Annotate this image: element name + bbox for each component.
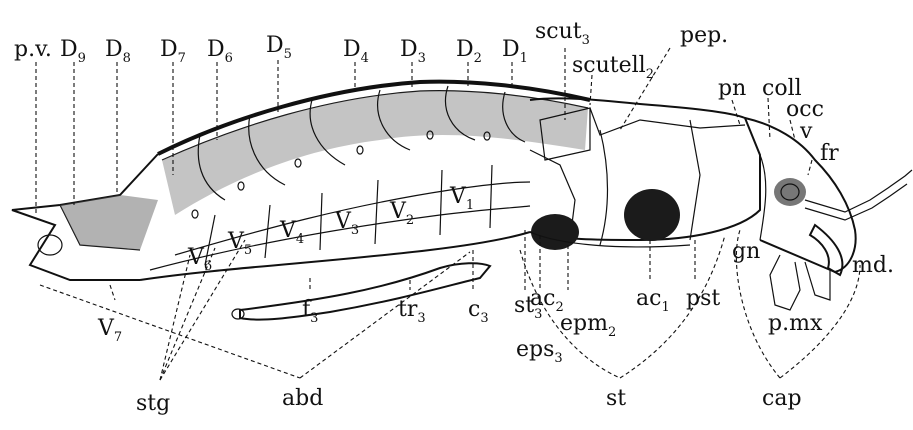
label-cap: cap (762, 386, 802, 411)
label-pmx: p.mx (768, 311, 823, 336)
label-ac1: ac1 (636, 286, 670, 315)
label-d6: D6 (207, 37, 233, 66)
label-tr3: tr3 (398, 297, 426, 326)
label-c3: c3 (468, 297, 489, 326)
label-d5: D5 (266, 33, 292, 62)
label-v: v (799, 119, 813, 144)
label-stg: stg (136, 391, 170, 416)
coxal-cavity-1 (624, 189, 680, 241)
label-v3: V3 (334, 209, 359, 238)
label-md: md. (852, 253, 894, 278)
label-d1: D1 (502, 37, 528, 66)
label-epm: epm2 (560, 311, 616, 340)
label-v7: V7 (97, 316, 122, 345)
label-scutell: scutell2 (572, 53, 654, 82)
label-fr: fr (820, 141, 839, 166)
label-pn: pn (718, 76, 746, 101)
label-d4: D4 (343, 37, 369, 66)
label-ac2: ac2 (530, 286, 564, 315)
label-pv: p.v. (14, 37, 52, 62)
label-st: st (606, 386, 626, 411)
label-v2: V2 (389, 199, 414, 228)
label-d2: D2 (456, 37, 482, 66)
label-eps: eps3 (516, 337, 563, 366)
eye (774, 178, 806, 206)
label-d3: D3 (400, 37, 426, 66)
label-abd: abd (282, 386, 323, 411)
label-f3: f3 (302, 297, 318, 326)
label-v1: V1 (449, 184, 474, 213)
label-gn: gn (732, 239, 760, 264)
label-d9: D9 (60, 37, 86, 66)
label-v5: V5 (227, 229, 252, 258)
coxal-cavity-2 (531, 214, 579, 250)
label-pep: pep. (680, 23, 728, 48)
label-d8: D8 (105, 37, 131, 66)
label-scut: scut3 (535, 19, 590, 48)
label-v4: V4 (279, 218, 304, 247)
label-d7: D7 (160, 37, 186, 66)
label-pst: pst (686, 286, 720, 311)
